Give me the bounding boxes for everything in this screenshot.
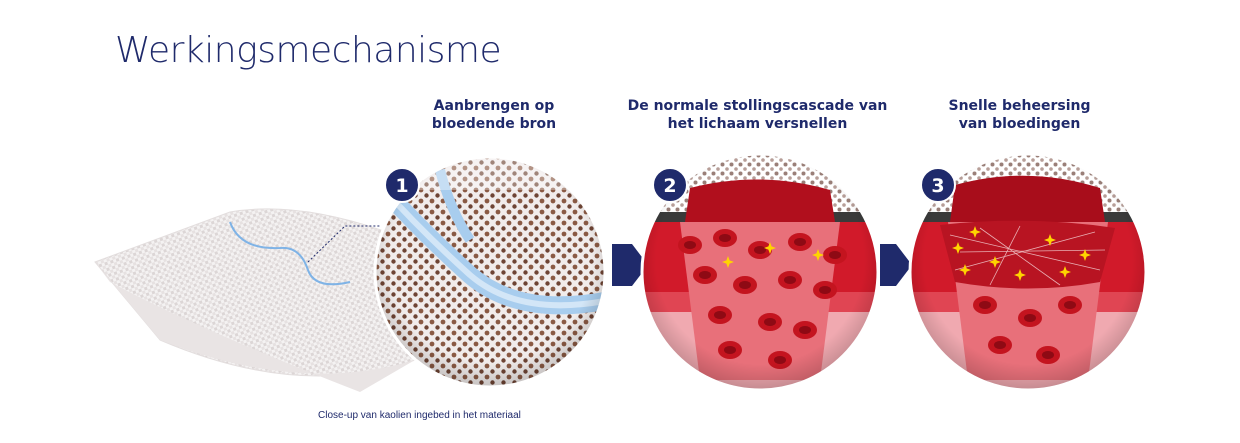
step-1-number: 1 [395, 175, 408, 197]
page-title: Werkingsmechanisme [115, 30, 502, 71]
step-1-label-line2: bloedende bron [431, 116, 557, 132]
step-2-number: 2 [663, 175, 676, 197]
step-1-badge: 1 [384, 167, 420, 203]
step-1-label-line1: Aanbrengen op [433, 98, 555, 114]
step-3-badge: 3 [920, 167, 956, 203]
step-3-label-line2: van bloedingen [958, 116, 1081, 132]
circle-closeup [373, 155, 607, 389]
step-2-label-line1: De normale stollingscascade van [627, 98, 888, 114]
step-2-label-line2: het lichaam versnellen [667, 116, 848, 132]
arrow-2-chevron-icon [880, 244, 912, 286]
gauze-pad-illustration [94, 208, 416, 392]
circle-bleeding-control [908, 152, 1148, 392]
step-3-number: 3 [931, 175, 944, 197]
image-caption: Close-up van kaolien ingebed in het mate… [318, 410, 521, 421]
step-3-label-line1: Snelle beheersing [948, 98, 1091, 114]
step-1-label: Aanbrengen op bloedende bron [408, 97, 580, 133]
step-2-label: De normale stollingscascade van het lich… [620, 97, 895, 133]
step-3-label: Snelle beheersing van bloedingen [922, 97, 1117, 133]
step-2-badge: 2 [652, 167, 688, 203]
arrow-1-chevron-icon [612, 244, 648, 286]
